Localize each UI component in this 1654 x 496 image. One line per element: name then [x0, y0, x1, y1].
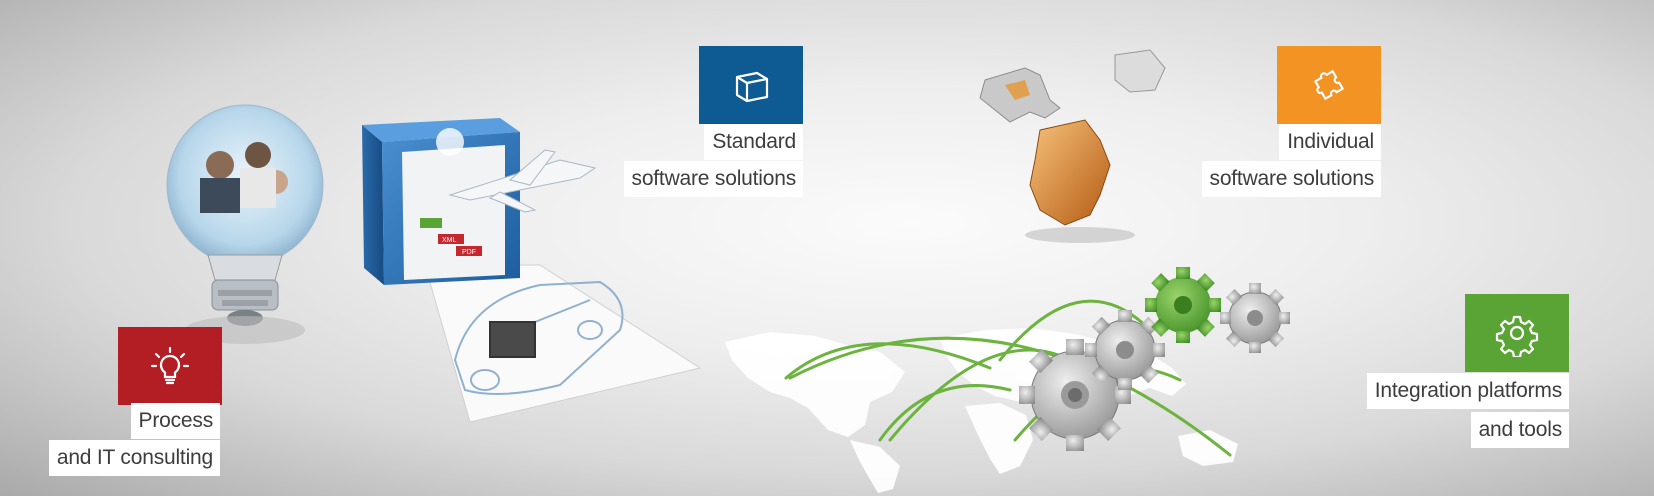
software-box: XML PDF: [362, 118, 520, 285]
gears: [1019, 267, 1290, 451]
lightbulb-illustration: [166, 104, 324, 344]
individual-label-line2[interactable]: software solutions: [1201, 161, 1381, 197]
gear-icon: [1495, 315, 1539, 357]
svg-text:XML: XML: [442, 237, 457, 244]
consulting-tile[interactable]: [118, 327, 222, 405]
paper-sheet: [424, 264, 702, 423]
box-icon: [735, 71, 769, 103]
consulting-label-line1[interactable]: Process: [130, 403, 220, 439]
connection-arcs: [784, 299, 1232, 457]
lightbulb-icon: [150, 346, 190, 385]
airplane: [448, 149, 597, 213]
individual-tile[interactable]: [1277, 46, 1381, 124]
integration-label-line2[interactable]: and tools: [1470, 412, 1569, 448]
puzzle-icon: [1314, 70, 1344, 100]
standard-label-line2[interactable]: software solutions: [623, 161, 803, 197]
svg-text:PDF: PDF: [462, 249, 476, 256]
individual-label-line1[interactable]: Individual: [1279, 124, 1381, 160]
standard-label-line1[interactable]: Standard: [704, 124, 803, 160]
integration-label-line1[interactable]: Integration platforms: [1366, 373, 1569, 409]
standard-tile[interactable]: [699, 46, 803, 124]
puzzle-pieces: [979, 49, 1166, 243]
consulting-label-line2[interactable]: and IT consulting: [48, 440, 220, 476]
integration-tile[interactable]: [1465, 294, 1569, 372]
car-wireframe: [453, 280, 624, 395]
